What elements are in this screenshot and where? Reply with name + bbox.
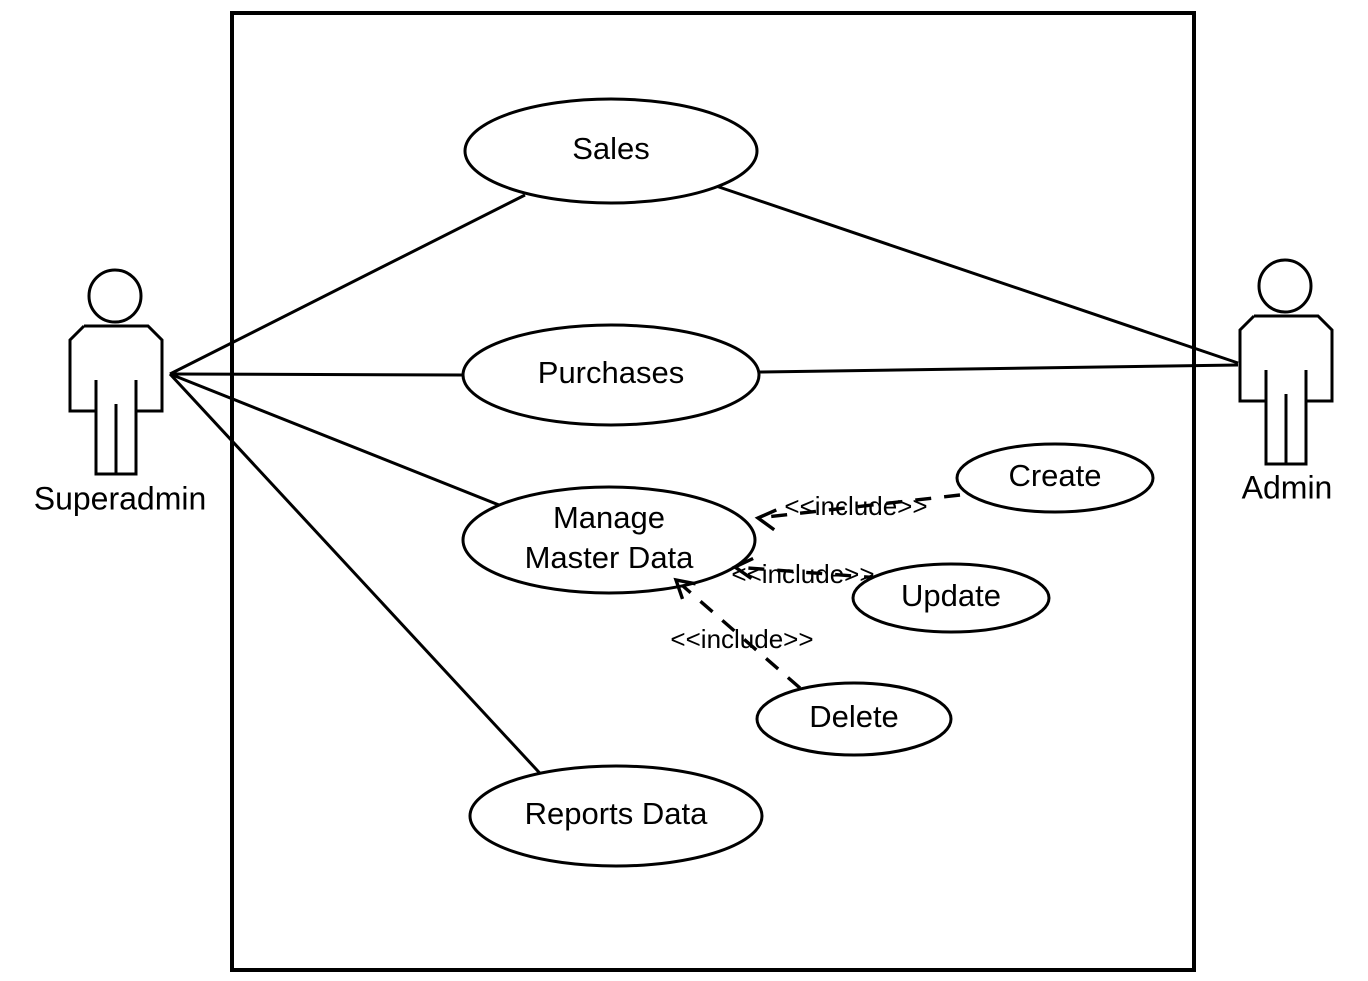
- use-case-create[interactable]: Create: [955, 442, 1155, 514]
- actor-label-superadmin: Superadmin: [34, 480, 207, 516]
- use-case-label-create: Create: [1008, 458, 1101, 493]
- stereotype-label-manage-create: <<include>>: [784, 491, 927, 521]
- arrowhead-manage-delete: [673, 577, 696, 600]
- use-case-label-reports: Reports Data: [525, 796, 708, 831]
- association-purchases-admin: [758, 363, 1239, 374]
- use-case-ellipse-purchases[interactable]: [461, 323, 761, 427]
- use-case-ellipse-reports[interactable]: [468, 764, 764, 868]
- use-case-ellipse-manage[interactable]: [461, 485, 757, 595]
- actor-nodes: Superadmin Admin: [34, 258, 1334, 516]
- association-superadmin-reports: [168, 372, 550, 784]
- use-case-reports[interactable]: Reports Data: [468, 764, 764, 868]
- use-case-label-manage: Manage: [553, 500, 665, 535]
- use-case-purchases[interactable]: Purchases: [461, 323, 761, 427]
- use-case-update[interactable]: Update: [851, 562, 1051, 634]
- stereotype-labels: <<include>> <<include>> <<include>>: [670, 491, 927, 654]
- use-case-sales[interactable]: Sales: [463, 97, 759, 205]
- use-case-ellipse-sales[interactable]: [463, 97, 759, 205]
- include-arrowheads: [673, 508, 777, 600]
- association-sales-admin: [715, 184, 1239, 365]
- use-case-label-manage: Master Data: [525, 540, 695, 575]
- include-line-manage-update: [734, 565, 881, 580]
- use-case-label-sales: Sales: [572, 131, 650, 166]
- use-case-delete[interactable]: Delete: [755, 681, 953, 757]
- use-case-ellipse-update[interactable]: [851, 562, 1051, 634]
- arrowhead-manage-update: [731, 556, 754, 580]
- use-case-ellipse-create[interactable]: [955, 442, 1155, 514]
- actor-superadmin[interactable]: Superadmin: [34, 268, 207, 516]
- arrowhead-manage-create: [754, 508, 777, 532]
- use-case-label-purchases: Purchases: [538, 355, 684, 390]
- association-superadmin-manage: [169, 372, 510, 511]
- include-line-manage-create: [757, 493, 961, 520]
- use-case-label-update: Update: [901, 578, 1001, 613]
- actor-label-admin: Admin: [1242, 469, 1333, 505]
- actor-head-superadmin: [87, 268, 143, 324]
- include-relationships: [674, 493, 961, 690]
- stereotype-label-manage-delete: <<include>>: [670, 624, 813, 654]
- use-case-label-delete: Delete: [809, 699, 899, 734]
- actor-head-admin: [1257, 258, 1313, 314]
- association-superadmin-purchases: [169, 372, 464, 377]
- use-case-ellipse-delete[interactable]: [755, 681, 953, 757]
- stereotype-label-manage-update: <<include>>: [731, 559, 874, 589]
- actor-admin[interactable]: Admin: [1238, 258, 1334, 505]
- association-lines: [168, 184, 1239, 784]
- association-superadmin-sales: [169, 193, 526, 376]
